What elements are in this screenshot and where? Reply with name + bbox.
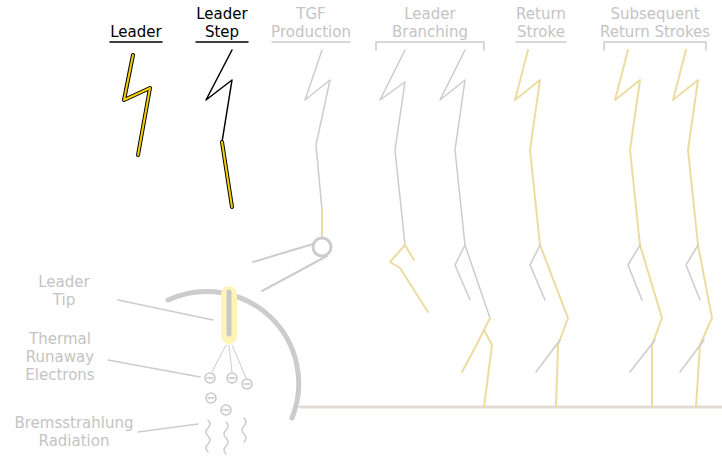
callout-label: Leader Tip <box>38 273 89 309</box>
callout-label: Thermal Runaway Electrons <box>25 330 94 384</box>
stage-heading: Subsequent Return Strokes <box>594 5 716 41</box>
stage-heading: Leader <box>110 23 161 41</box>
stage-heading: Return Stroke <box>516 5 566 41</box>
callout-label: Bremsstrahlung Radiation <box>14 414 133 450</box>
stage-heading: Leader Branching <box>392 5 468 41</box>
stage-heading: Leader Step <box>196 5 247 41</box>
stage-heading: TGF Production <box>271 5 351 41</box>
